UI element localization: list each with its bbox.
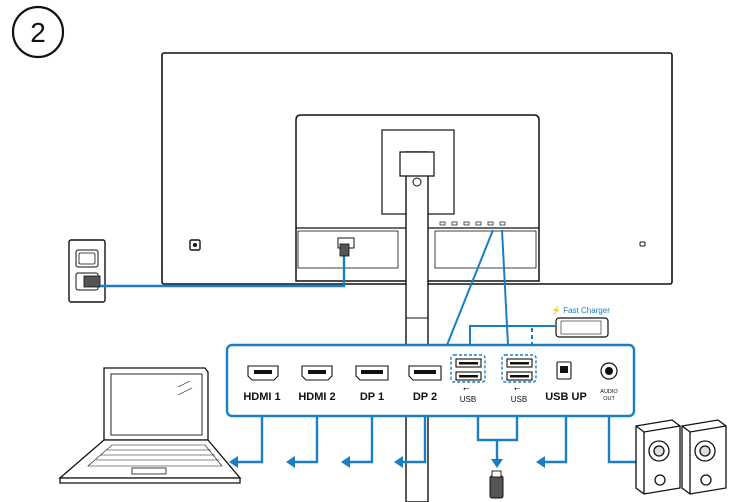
io-panel: HDMI 1 HDMI 2 DP 1 DP 2 ⭠ USB <box>225 343 636 418</box>
audio-label-line1: AUDIO <box>600 389 618 395</box>
dp2-label: DP 2 <box>413 391 437 403</box>
usb-symbol-icon: ⭠ <box>514 384 521 393</box>
usb-up-label: USB UP <box>545 391 587 403</box>
laptop-icon <box>58 367 242 484</box>
speakers-icon <box>635 419 727 495</box>
dp1-label: DP 1 <box>360 391 384 403</box>
dp2-port: DP 2 <box>408 365 442 403</box>
usb-symbol-icon: ⭠ <box>463 384 470 393</box>
usb-a-label: USB <box>460 395 476 404</box>
brand-logo-icon <box>412 177 422 187</box>
hdmi1-label: HDMI 1 <box>243 391 280 403</box>
hdmi2-port: HDMI 2 <box>298 365 336 403</box>
usb-stick-icon <box>489 470 504 499</box>
step-number: 2 <box>30 17 46 48</box>
usb-up-port: USB UP <box>545 361 587 403</box>
power-plug-icon <box>83 275 101 288</box>
usb-b-label: USB <box>511 395 527 404</box>
dp1-port: DP 1 <box>355 365 389 403</box>
kensington-lock-icon <box>189 239 201 251</box>
power-cable <box>100 252 346 288</box>
audio-out-port: AUDIO OUT <box>600 362 618 402</box>
audio-label-line2: OUT <box>603 396 615 402</box>
hdmi1-port: HDMI 1 <box>243 365 281 403</box>
wall-outlet <box>68 239 106 303</box>
cable-arrowheads <box>229 456 545 468</box>
signal-cables <box>236 416 638 464</box>
fast-charger-label: ⚡ Fast Charger <box>551 305 610 315</box>
step-badge: 2 <box>11 5 65 59</box>
power-button-icon <box>639 241 646 247</box>
usb-b-ports: ⭠ USB <box>501 354 537 404</box>
usb-a-ports: ⭠ USB <box>450 354 486 404</box>
phone-icon <box>555 317 609 338</box>
hdmi2-label: HDMI 2 <box>298 391 335 403</box>
